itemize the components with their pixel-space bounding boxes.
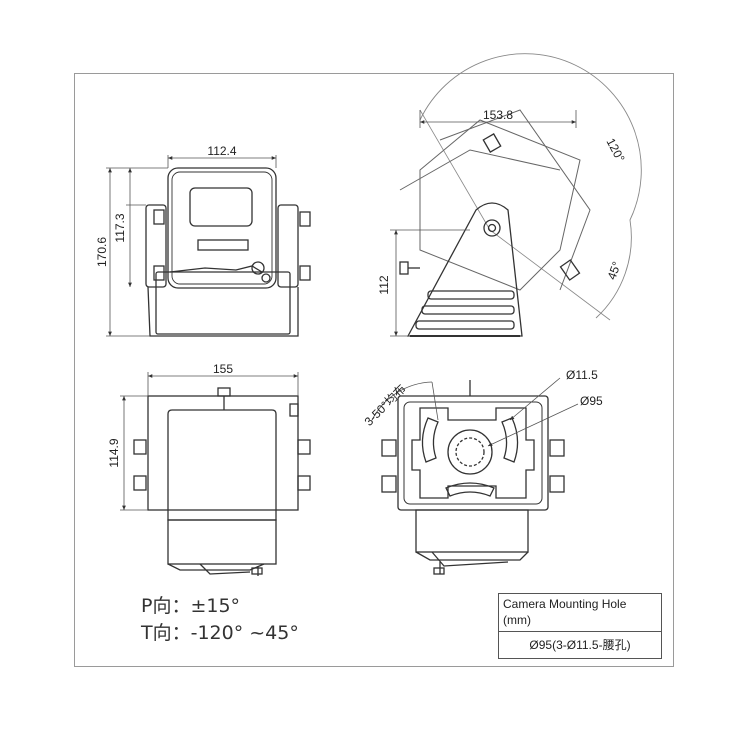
front-height-overall-label: 170.6 [95, 237, 109, 267]
bracket-knob-icon [153, 209, 311, 281]
bottom-view-dimensions [120, 372, 299, 511]
front-view-dimensions [106, 155, 277, 337]
tilt-up-angle-label: 120° [604, 136, 628, 165]
hole-slot-spread-label: 3-50°均布 [362, 382, 409, 429]
side-height-label: 112 [377, 275, 391, 294]
tilt-down-angle-label: 45° [605, 260, 624, 282]
front-view [145, 167, 311, 337]
side-view-dimensions [390, 110, 577, 337]
mounting-hole-view [381, 380, 565, 575]
mounting-hole-leaders [371, 377, 579, 447]
drawing-frame [74, 73, 674, 667]
tilt-range-label: T向：-120° ~45° [141, 622, 299, 644]
hole-circle-diameter-label: Ø95 [580, 394, 603, 408]
bottom-width-label: 155 [213, 362, 233, 376]
mounting-hole-table-value: Ø95(3-Ø11.5-腰孔) [529, 638, 631, 652]
pan-range-label: P向：±15° [141, 595, 241, 617]
side-view [399, 53, 642, 337]
hole-slot-diameter-label: Ø11.5 [566, 368, 598, 382]
mounting-hole-table-title: Camera Mounting Hole (mm) [499, 594, 661, 632]
side-width-label: 153.8 [483, 108, 513, 122]
bottom-view [133, 387, 311, 576]
mounting-hole-table: Camera Mounting Hole (mm) Ø95(3-Ø11.5-腰孔… [498, 593, 662, 659]
bottom-height-label: 114.9 [107, 438, 121, 467]
front-width-label: 112.4 [207, 144, 236, 158]
front-height-inner-label: 117.3 [113, 213, 127, 242]
